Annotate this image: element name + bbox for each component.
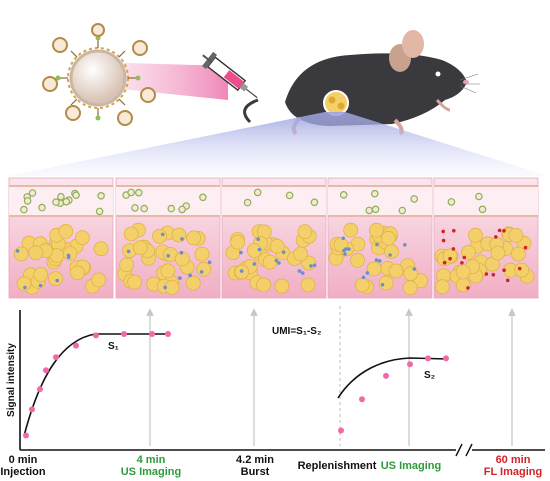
timeline-label-fl-imaging: 60 min FL Imaging <box>480 454 546 478</box>
nanoparticle-icons <box>42 23 156 126</box>
data-point-s2-4 <box>425 355 431 362</box>
ultrasound-beam <box>92 62 228 100</box>
tissue-panel-3 <box>221 177 327 299</box>
data-point-s1-1 <box>29 406 35 413</box>
signal-chart: Signal intensity S₁ S₂ UMI=S₁-S₂ <box>6 306 545 457</box>
event-fl-imaging: FL Imaging <box>483 466 543 478</box>
mouse-icon <box>243 30 480 136</box>
data-point-s2-1 <box>359 396 365 403</box>
time-0: 0 min <box>8 454 38 466</box>
time-4: 4 min <box>136 454 166 466</box>
timeline-label-injection: 0 min Injection <box>0 454 46 478</box>
umi-formula: UMI=S₁-S₂ <box>272 326 321 337</box>
data-point-s1-9 <box>165 331 171 337</box>
timeline-label-us-imaging-1: 4 min US Imaging <box>120 454 182 478</box>
time-4-2: 4.2 min <box>236 454 274 466</box>
y-axis-label: Signal intensity <box>6 343 17 417</box>
data-point-s1-2 <box>37 386 43 393</box>
syringe-icon <box>202 51 258 99</box>
data-point-s2-2 <box>383 372 389 379</box>
tissue-panel-5 <box>433 177 539 299</box>
timeline-label-replenishment: Replenishment <box>296 460 378 472</box>
tissue-panels <box>8 177 539 299</box>
data-point-s1-5 <box>73 342 79 349</box>
data-point-s2-0 <box>338 427 344 434</box>
data-point-s2-3 <box>407 361 413 368</box>
s1-label: S₁ <box>108 341 119 352</box>
event-replenishment: Replenishment <box>297 460 377 472</box>
data-point-s1-3 <box>43 367 49 374</box>
timeline-label-burst: 4.2 min Burst <box>230 454 280 478</box>
s2-curve <box>337 357 449 399</box>
event-burst: Burst <box>240 466 270 478</box>
event-us-imaging-2: US Imaging <box>380 460 442 472</box>
data-point-s1-8 <box>149 331 155 337</box>
tissue-panel-4 <box>327 177 433 299</box>
event-us-imaging-1: US Imaging <box>120 466 182 478</box>
timeline-label-us-imaging-2: US Imaging <box>380 460 442 472</box>
data-point-s1-4 <box>53 354 59 361</box>
axis-break <box>455 443 473 457</box>
data-point-s1-0 <box>23 432 29 439</box>
tissue-panel-1 <box>8 177 114 299</box>
data-point-s1-6 <box>93 332 99 339</box>
tissue-panel-2 <box>115 177 221 299</box>
time-60: 60 min <box>495 454 531 466</box>
s1-curve <box>23 333 170 437</box>
event-injection: Injection <box>0 466 46 478</box>
zoom-projection <box>8 112 548 176</box>
data-point-s1-7 <box>121 331 127 337</box>
microbubble-icon <box>55 35 141 121</box>
s2-label: S₂ <box>424 370 435 381</box>
data-point-s2-5 <box>443 355 449 362</box>
